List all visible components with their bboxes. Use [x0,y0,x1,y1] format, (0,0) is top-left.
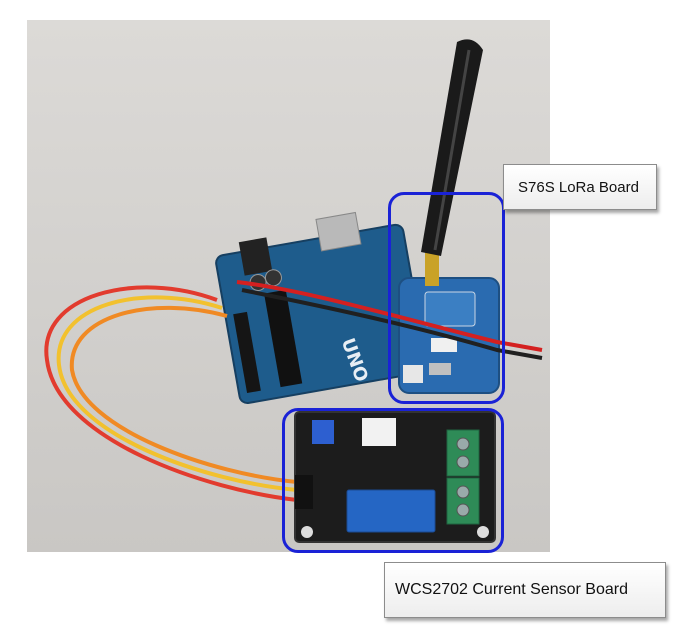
wire-yellow [56,295,298,492]
wcs-sensor-board [294,411,496,543]
antenna [421,39,483,286]
arduino-uno-board: UNO [215,211,428,405]
wire-orange [69,305,298,484]
label-wcs-text: WCS2702 Current Sensor Board [395,581,628,598]
lora-connector [431,338,457,352]
wire-red-lora [236,280,543,352]
label-lora-board: S76S LoRa Board [503,164,657,210]
label-wcs-board: WCS2702 Current Sensor Board [384,562,666,618]
wire-black-lora [241,288,543,360]
wire-red [44,285,298,502]
relay [346,489,436,533]
lora-micro-usb [429,363,451,375]
sensor-ic [362,418,396,446]
label-lora-text: S76S LoRa Board [518,178,639,196]
sensor-pin-header [295,475,313,509]
pin-header-left [233,311,261,394]
power-jack [238,237,273,276]
photo-arduino-lora-sensor: UNO [27,20,550,552]
potentiometer [312,420,334,444]
usb-port [315,211,362,252]
photo-illustration: UNO [27,20,550,552]
callout-wcs-board [282,408,504,553]
antenna-connector [425,250,439,286]
atmega-chip [264,289,303,388]
callout-lora-board [388,192,505,404]
